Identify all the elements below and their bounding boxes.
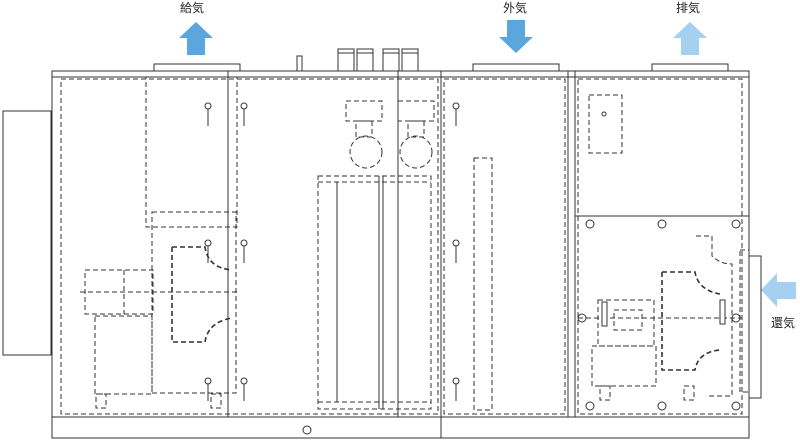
outside-air-arrow-icon: [499, 20, 533, 53]
exhaust-air-label: 排気: [676, 1, 701, 15]
supply-fan-assembly: [80, 211, 240, 409]
filter-coil-bank: [317, 175, 432, 410]
return-air-label: 還気: [771, 316, 796, 330]
outside-air-element: [473, 157, 493, 411]
damper-actuators: [345, 100, 435, 169]
exhaust-air-arrow-icon: [673, 22, 707, 55]
left-side-box: [2, 110, 52, 356]
return-fan-assembly: [577, 219, 750, 411]
inner-dashed-boundaries: [60, 76, 743, 415]
outside-duct-collar: [472, 63, 560, 72]
supply-duct-collar: [153, 63, 241, 72]
exhaust-duct-collar: [651, 63, 729, 72]
exhaust-control-box: [588, 94, 623, 154]
return-side-panel: [748, 255, 762, 399]
top-motor-heads: [296, 48, 419, 72]
supply-air-label: 給気: [180, 1, 205, 15]
unit-casing: [51, 70, 750, 439]
door-latches: [204, 102, 460, 401]
return-air-arrow-icon: [761, 273, 796, 307]
outside-air-label: 外気: [503, 1, 528, 15]
supply-air-arrow-icon: [179, 22, 213, 55]
